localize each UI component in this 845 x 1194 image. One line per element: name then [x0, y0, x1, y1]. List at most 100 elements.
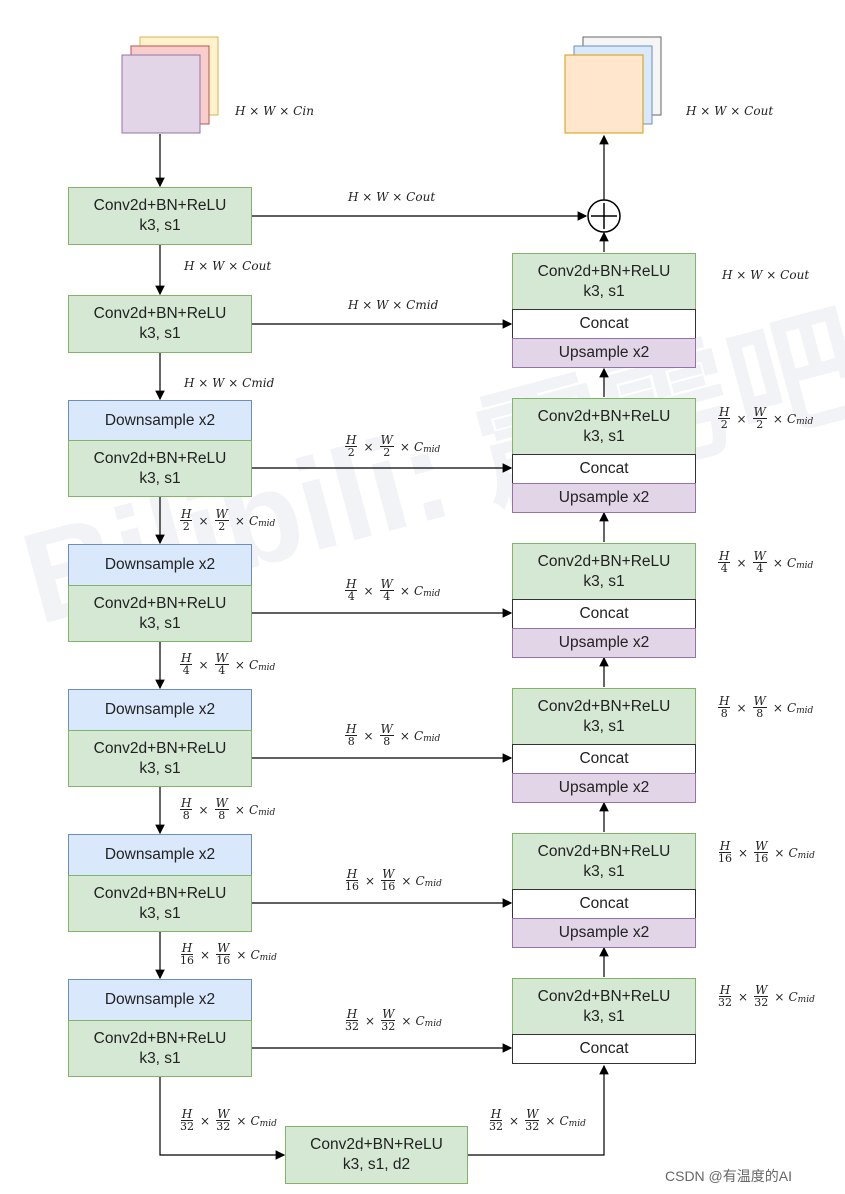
block-label: Upsample x2 — [558, 779, 650, 796]
block-params: k3, s1 — [583, 427, 625, 445]
block-label: Conv2d+BN+ReLU — [537, 407, 671, 425]
encoder-conv-block-5: Conv2d+BN+ReLU k3, s1 — [68, 730, 252, 787]
c-symbol: C — [786, 700, 797, 715]
frac-den: 2 — [383, 446, 391, 459]
times-sign: × — [736, 700, 747, 715]
times-sign: × — [200, 1113, 211, 1128]
encoder-downsample-2: Downsample x2 — [68, 544, 252, 586]
dim-sub: mid — [415, 298, 439, 312]
c-symbol: C — [250, 1113, 260, 1128]
decoder-concat-1: Concat — [512, 309, 696, 339]
frac-den: 32 — [489, 1120, 503, 1133]
circled-plus-icon — [587, 199, 621, 233]
encoder-conv-block-4: Conv2d+BN+ReLU k3, s1 — [68, 585, 252, 642]
dim-sub: mid — [258, 662, 276, 673]
frac-den: 16 — [345, 880, 359, 893]
block-label: Upsample x2 — [558, 634, 650, 651]
dim-label-input: H × W × Cin — [235, 104, 314, 118]
frac-den: 4 — [218, 664, 226, 677]
frac-num: W — [379, 433, 394, 447]
c-symbol: C — [786, 411, 797, 426]
encoder-conv-block-3: Conv2d+BN+ReLU k3, s1 — [68, 440, 252, 497]
frac-num: W — [754, 983, 769, 997]
encoder-downsample-5: Downsample x2 — [68, 979, 252, 1021]
times-sign: × — [200, 947, 211, 962]
encoder-downsample-4: Downsample x2 — [68, 834, 252, 876]
decoder-conv-block-5: Conv2d+BN+ReLU k3, s1 — [512, 833, 696, 890]
times-sign: × — [363, 728, 374, 743]
times-sign: × — [772, 411, 783, 426]
frac-den: 2 — [182, 520, 190, 533]
frac-den: 32 — [381, 1020, 396, 1033]
c-symbol: C — [248, 657, 259, 672]
block-label: Conv2d+BN+ReLU — [537, 842, 671, 860]
c-symbol: C — [788, 989, 798, 1004]
frac-num: W — [379, 722, 394, 736]
frac-den: 2 — [720, 418, 728, 431]
dim-sub: mid — [258, 518, 276, 529]
decoder-upsample-3: Upsample x2 — [512, 628, 696, 658]
encoder-downsample-3: Downsample x2 — [68, 689, 252, 731]
frac-num: W — [752, 405, 767, 419]
block-params: k3, s1 — [139, 904, 181, 922]
frac-den: 4 — [347, 590, 355, 603]
frac-num: H — [345, 577, 358, 591]
dim-text: H × W × C — [348, 190, 416, 204]
frac-den: 8 — [720, 707, 728, 720]
encoder-conv-block-6: Conv2d+BN+ReLU k3, s1 — [68, 875, 252, 932]
dim-sub: mid — [424, 1018, 442, 1029]
times-sign: × — [363, 583, 374, 598]
decoder-conv-block-4: Conv2d+BN+ReLU k3, s1 — [512, 688, 696, 745]
block-label: Concat — [579, 895, 629, 912]
frac-den: 4 — [182, 664, 190, 677]
frac-den: 8 — [218, 809, 226, 822]
dim-sub: mid — [797, 994, 815, 1005]
frac-num: W — [525, 1107, 540, 1121]
frac-den: 2 — [756, 418, 764, 431]
dim-sub: mid — [258, 807, 276, 818]
times-sign: × — [198, 513, 209, 528]
frac-den: 16 — [216, 954, 231, 967]
frac-den: 32 — [754, 996, 769, 1009]
block-params: k3, s1 — [139, 759, 181, 777]
times-sign: × — [772, 555, 783, 570]
times-sign: × — [198, 657, 209, 672]
frac-num: W — [214, 651, 229, 665]
frac-num: W — [752, 694, 767, 708]
dim-label-dec-1: H × W × Cout — [722, 268, 809, 282]
dim-text: H × W × C — [184, 259, 252, 273]
c-symbol: C — [788, 845, 798, 860]
frac-num: H — [718, 405, 731, 419]
block-params: k3, s1, d2 — [342, 1156, 411, 1173]
block-label: Concat — [579, 1040, 629, 1057]
block-label: Downsample x2 — [104, 991, 216, 1008]
dim-sub: out — [753, 104, 774, 118]
times-sign: × — [774, 989, 785, 1004]
times-sign: × — [234, 513, 245, 528]
block-params: k3, s1 — [139, 1049, 181, 1067]
dim-sub: out — [251, 259, 272, 273]
times-sign: × — [399, 583, 410, 598]
output-feature-map-icon — [564, 36, 662, 134]
times-sign: × — [736, 411, 747, 426]
frac-den: 32 — [525, 1120, 540, 1133]
frac-num: W — [754, 839, 769, 853]
decoder-concat-5: Concat — [512, 889, 696, 919]
frac-num: H — [180, 1107, 194, 1121]
times-sign: × — [736, 555, 747, 570]
block-label: Conv2d+BN+ReLU — [93, 305, 227, 322]
dim-sub: mid — [796, 560, 814, 571]
block-label: Conv2d+BN+ReLU — [93, 449, 227, 467]
dim-sub: mid — [796, 416, 814, 427]
times-sign: × — [236, 1113, 247, 1128]
c-symbol: C — [248, 802, 259, 817]
frac-den: 8 — [182, 809, 190, 822]
frac-den: 4 — [720, 562, 728, 575]
block-label: Conv2d+BN+ReLU — [537, 987, 671, 1005]
